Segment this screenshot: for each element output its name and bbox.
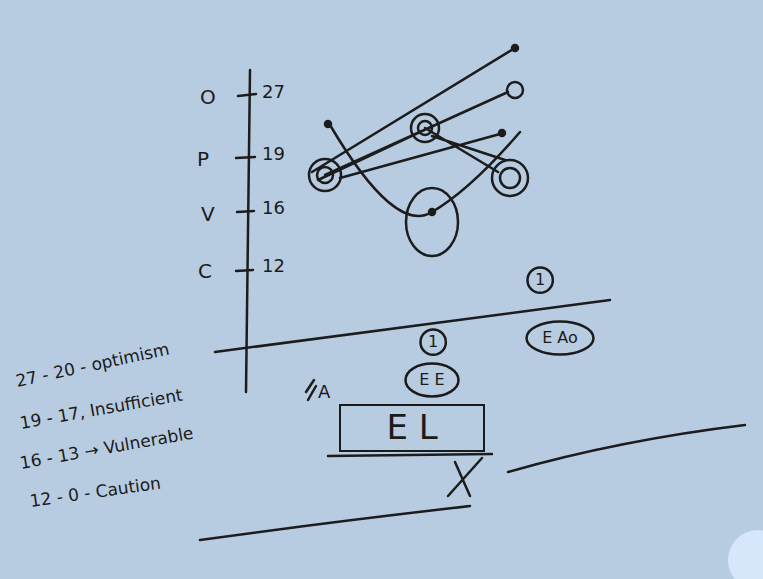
node-ring — [527, 322, 594, 355]
range-note: 27 - 20 - optimism — [14, 340, 171, 391]
scale-ticks — [236, 94, 256, 271]
underline — [328, 454, 492, 456]
stroke-line — [508, 425, 745, 472]
node-ring — [420, 329, 445, 354]
axis-letter: V — [201, 203, 215, 225]
corner-glare — [728, 530, 763, 579]
scribble — [306, 380, 316, 400]
node-text: 1 — [535, 271, 545, 289]
network-dot — [429, 209, 435, 215]
network-lines — [312, 48, 515, 180]
network-arc — [330, 125, 520, 216]
divider-line — [215, 300, 610, 352]
network-node — [309, 159, 341, 191]
oval-tag: E E — [404, 362, 460, 398]
axis-letter: C — [198, 260, 212, 282]
axis-letter: P — [197, 148, 209, 170]
network-dot — [512, 45, 518, 51]
range-note: 19 - 17, Insufficient — [18, 386, 184, 433]
node-ring — [527, 267, 552, 292]
node-text: E Ao — [542, 329, 578, 347]
node-ring — [406, 364, 459, 397]
oval-tag: E Ao — [525, 320, 595, 356]
circled-number: 1 — [419, 328, 447, 356]
circled-number: 1 — [526, 266, 554, 294]
stroke-line — [200, 506, 470, 540]
scale-number: 16 — [262, 198, 285, 218]
cross-mark — [448, 458, 482, 496]
network-node — [492, 160, 528, 196]
label-box: E L — [339, 404, 485, 451]
network-node — [507, 82, 523, 98]
scale-axis — [246, 70, 250, 392]
network-node — [500, 168, 520, 188]
node-text: E L — [386, 409, 437, 446]
network-dot — [499, 130, 505, 136]
network-loop — [406, 188, 458, 256]
range-note: 12 - 0 - Caution — [29, 474, 162, 511]
node-text: E E — [419, 371, 444, 389]
scale-number: 12 — [262, 256, 285, 276]
network-node — [411, 114, 439, 142]
range-note: 16 - 13 → Vulnerable — [18, 424, 194, 473]
network-node — [317, 167, 333, 183]
axis-letter: O — [200, 86, 216, 108]
node-text: 1 — [428, 333, 438, 351]
scale-number: 27 — [262, 82, 285, 102]
network-node — [418, 121, 432, 135]
scale-number: 19 — [262, 144, 285, 164]
note-letter: A — [318, 382, 330, 402]
